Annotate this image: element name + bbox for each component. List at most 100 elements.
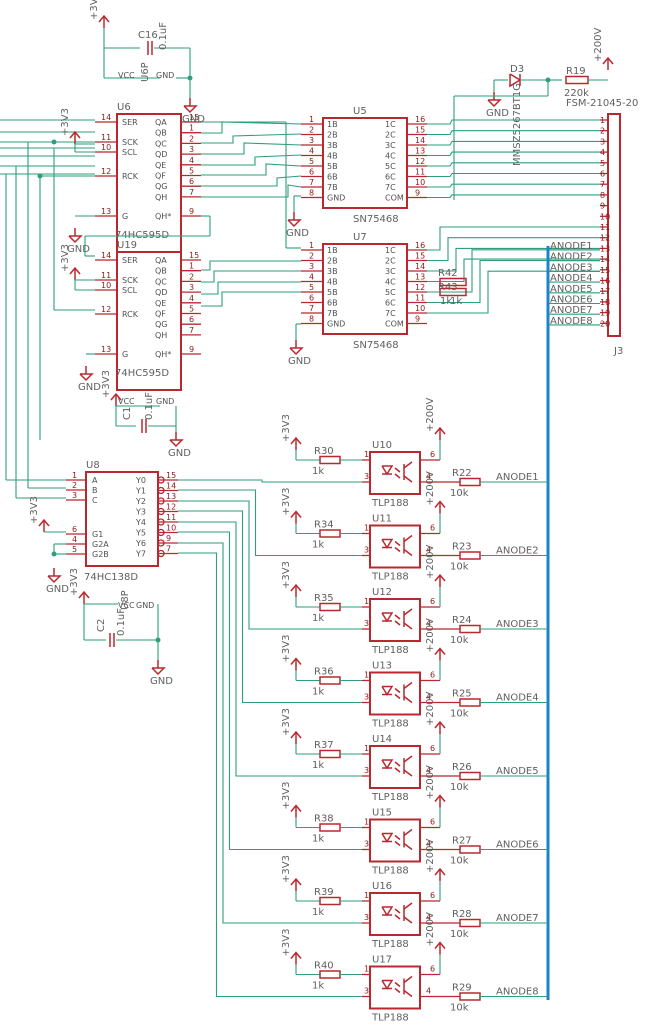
pin-number: 4 (189, 294, 194, 303)
pin-name: 5B (327, 162, 338, 171)
pin-number: 3 (189, 145, 194, 154)
pin-number: 6 (430, 450, 435, 459)
optocoupler-value: TLP188 (371, 498, 409, 509)
pin-number: 1 (364, 524, 369, 533)
pin-number: 16 (600, 277, 610, 286)
ground-label: GND (150, 676, 173, 687)
pin-number: 9 (189, 207, 194, 216)
output-resistor (459, 918, 481, 928)
pin-name: QH* (155, 212, 171, 221)
wire (178, 489, 362, 557)
optocoupler-ref: U11 (372, 514, 392, 525)
wire (427, 162, 600, 167)
pin-number: 5 (72, 545, 77, 554)
optocoupler-value: TLP188 (371, 939, 409, 950)
input-resistor-value: 1k (312, 981, 324, 992)
power-label: +200V (425, 398, 436, 432)
power-label: +200V (425, 471, 436, 505)
junction-dot (51, 551, 57, 557)
pin-number: 14 (101, 113, 111, 122)
pin-name: 6B (327, 299, 338, 308)
transistor-leg (403, 534, 413, 543)
power-label: +200V (425, 618, 436, 652)
pin-name: 3B (327, 141, 338, 150)
transistor-leg (403, 902, 413, 910)
wire (427, 183, 600, 188)
pin-name: 2C (385, 257, 396, 266)
ground-icon (487, 99, 502, 108)
pin-name: 1B (327, 246, 338, 255)
ground-label: GND (286, 228, 309, 239)
r19-ref: R19 (566, 66, 586, 77)
optocoupler-body (369, 965, 421, 1010)
input-resistor-ref: R40 (314, 961, 334, 972)
output-resistor-value: 10k (450, 782, 469, 793)
output-resistor-ref: R24 (452, 615, 472, 626)
c2-value: 0.1uF (116, 608, 127, 636)
pin-name: 7B (327, 183, 338, 192)
pin-number: 7 (309, 178, 314, 187)
output-resistor-ref: R26 (452, 762, 472, 773)
pin-number: 10 (415, 304, 425, 313)
pin-number: 11 (415, 168, 425, 177)
pin-name: 4C (385, 152, 396, 161)
pin-number: 11 (166, 513, 176, 522)
wire (178, 542, 362, 924)
net-label: ANODE1 (496, 472, 539, 483)
input-resistor-value: 1k (312, 613, 324, 624)
transistor-leg (403, 475, 413, 483)
pin-number: 1 (364, 965, 369, 974)
pin-number: 5 (189, 167, 194, 176)
power-label: +3V3 (281, 782, 292, 810)
r43-resistor (439, 287, 467, 297)
wire (178, 531, 362, 851)
output-resistor-value: 10k (450, 856, 469, 867)
u7-value: SN75468 (353, 340, 399, 351)
pin-number: 6 (430, 891, 435, 900)
transistor-leg (403, 842, 413, 851)
output-resistor (459, 551, 481, 560)
net-label: ANODE2 (496, 546, 539, 557)
wire (427, 194, 600, 199)
input-resistor (319, 970, 341, 979)
input-resistor (319, 676, 341, 685)
pin-number: 9 (189, 345, 194, 354)
inversion-bubble (157, 476, 165, 484)
output-resistor-ref: R25 (452, 689, 472, 700)
pin-number: 14 (415, 262, 425, 271)
ground-label: GND (182, 114, 205, 125)
pin-name: SCK (122, 276, 139, 285)
pin-number: 10 (600, 212, 610, 221)
pin-number: 2 (189, 272, 194, 281)
pin-name: GND (327, 320, 345, 329)
wire (427, 130, 600, 136)
pin-name: COM (385, 320, 404, 329)
pin-number: 4 (426, 472, 431, 481)
pin-name: GND (156, 397, 174, 406)
j3-connector-body (607, 113, 621, 337)
pin-number: 7 (189, 326, 194, 335)
ground-icon (68, 235, 83, 244)
pin-number: 4 (426, 766, 431, 775)
light-arrow (394, 981, 401, 988)
led-icon (381, 906, 394, 917)
ground-icon (183, 105, 198, 114)
ground-icon (47, 575, 62, 584)
pin-name: 6C (385, 299, 396, 308)
pin-number: 6 (309, 168, 314, 177)
light-arrow (394, 473, 401, 479)
junction-dot (37, 173, 43, 179)
wire (201, 133, 302, 144)
pin-number: 8 (309, 315, 314, 324)
pin-number: 4 (426, 619, 431, 628)
r42-resistor (439, 277, 467, 287)
pin-number: 6 (430, 744, 435, 753)
zener-diode-icon (509, 73, 522, 88)
power-label: +3V3 (60, 244, 71, 272)
output-resistor (459, 771, 481, 781)
pin-name: 7C (385, 309, 396, 318)
wire (178, 521, 362, 777)
r42-value: 1k (440, 296, 452, 307)
pin-number: 9 (415, 189, 420, 198)
pin-number: 15 (189, 113, 199, 122)
